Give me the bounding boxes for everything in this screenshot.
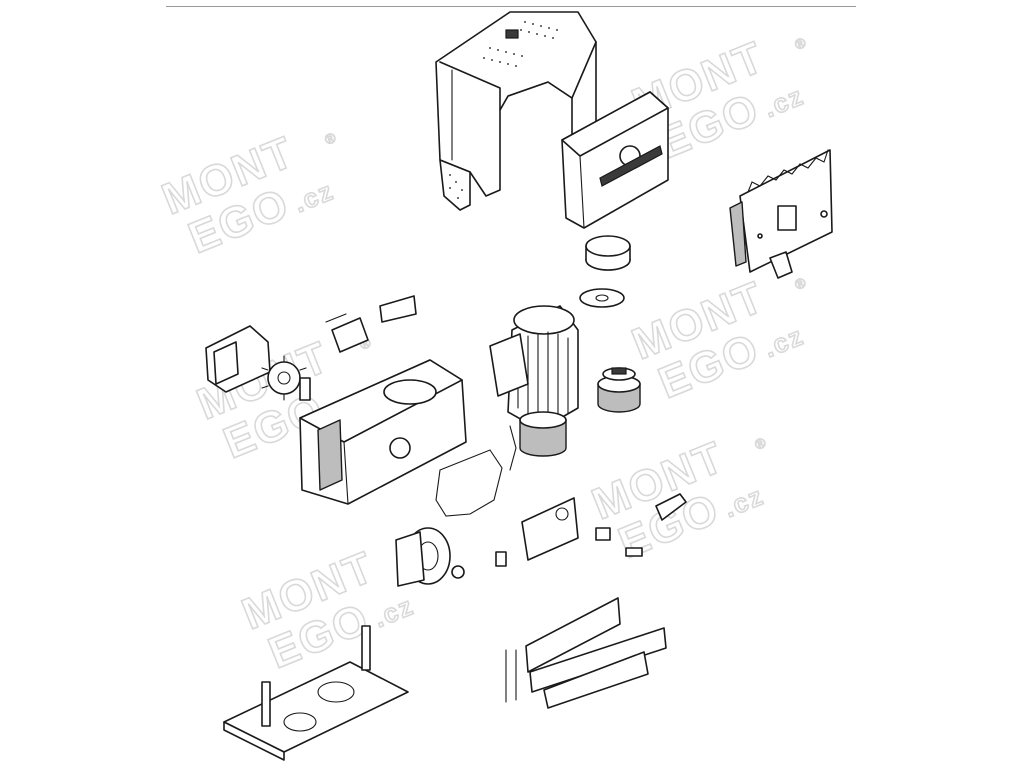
cover-dot-pattern [449,21,558,199]
top-divider [166,6,856,7]
release-cover [521,497,579,561]
encoder-cap [585,235,631,271]
watermark-6-suffix: .cz [370,590,419,633]
watermark-2-reg: ® [792,34,808,53]
encoder-disc [579,288,625,308]
limit-brackets [505,597,667,709]
watermark-5-reg: ® [752,434,768,453]
main-cover [435,11,597,211]
base-plate [223,625,409,761]
gearbox-housing [299,359,467,505]
watermark-4-reg: ® [792,274,808,293]
watermark-2-suffix: .cz [760,80,809,123]
control-board [729,149,833,279]
watermark-5-suffix: .cz [720,480,769,523]
control-cover [561,91,669,229]
watermark-4: MONT EGO .cz ® [625,272,810,409]
gasket [435,425,517,517]
watermark-1-reg: ® [322,129,338,148]
watermark-1: MONT EGO .cz ® [155,127,340,264]
watermark-5: MONT EGO .cz ® [585,432,770,569]
output-gear [395,527,465,587]
watermark-4-suffix: .cz [760,320,809,363]
motor [489,305,579,457]
release-key [495,493,687,567]
worm-gear [597,367,641,413]
small-gear [261,355,311,401]
cover-logo-icon [505,29,519,39]
watermark-1-suffix: .cz [290,175,339,218]
brush-holder [325,295,417,353]
